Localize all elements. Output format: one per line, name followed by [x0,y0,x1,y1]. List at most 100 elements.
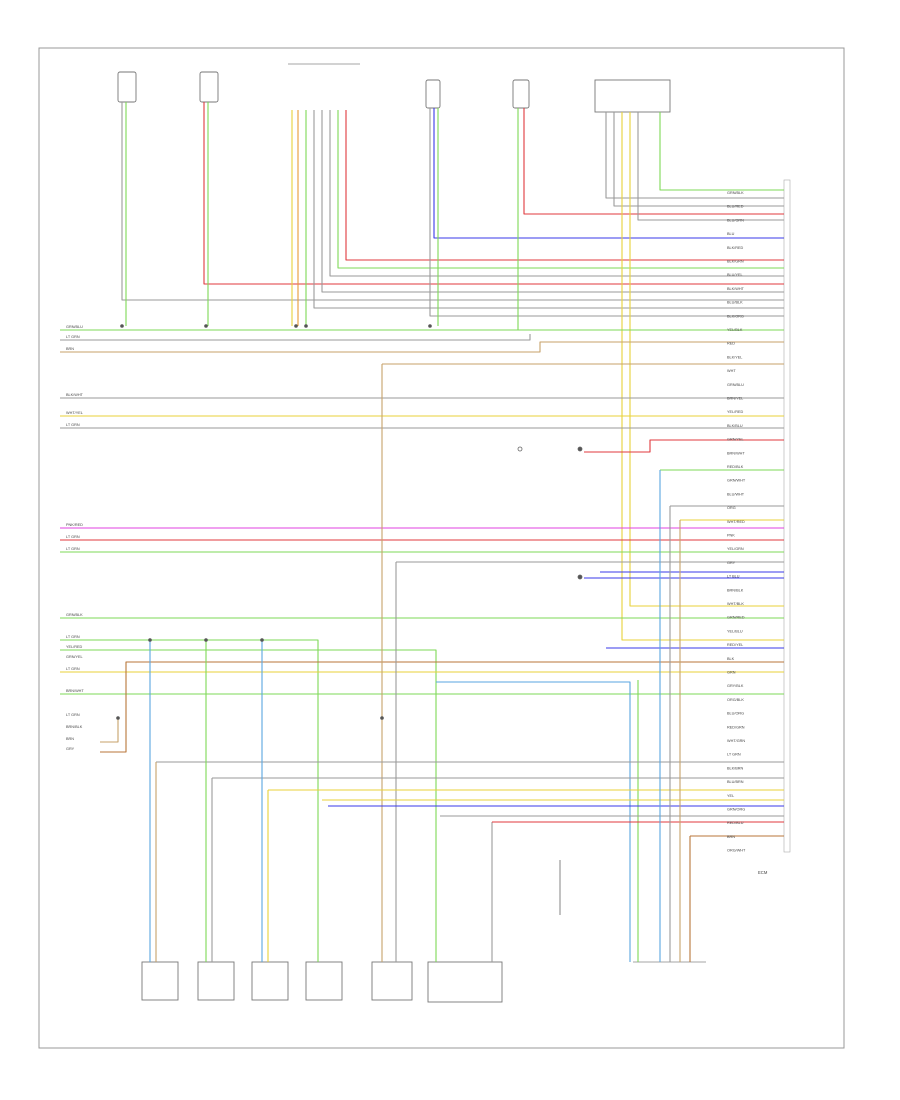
trunk-wire-label: BRN/YEL [727,397,743,401]
trunk-wire-label: BRN [727,835,735,839]
wire-12 [345,110,784,261]
wire-14 [433,108,784,239]
splice-dot [204,638,208,642]
left-wire-label: GRN/YEL [66,655,83,659]
left-wire-label: GRN/BLK [66,613,83,617]
wire-layer [60,102,784,962]
wire-34 [60,639,319,962]
trunk-wire-label: BLK [727,657,735,661]
trunk-wire-label: BLK/GRN [727,260,744,264]
left-wire-label: BRN [66,347,74,351]
trunk-wire-label: YEL [727,794,734,798]
splice-dot [428,324,432,328]
trunk-wire-label: ORG/WHT [727,849,746,853]
bottom-component-knock-sensor [371,961,413,1001]
left-wire-label: YEL/RED [66,645,83,649]
trunk-label-layer: GRN/BLKBLU/REDBLU/GRNBLUBLK/REDBLK/GRNBL… [727,191,746,853]
trunk-wire-label: YEL/BLU [727,629,743,633]
top-component-switch-d [425,79,441,109]
ecm-label: ECM [758,870,768,875]
trunk-wire-label: BLU/GRN [727,218,744,222]
top-component-sensor-a [117,71,137,103]
wire-20 [621,112,784,641]
trunk-wire-label: YEL/BLK [727,328,743,332]
left-label-layer: GRN/BLU LT GRN BRN BLK/WHT WHT/YEL LT GRN PNK/… [66,325,84,751]
trunk-wire-label: GRN/ORG [727,808,745,812]
trunk-wire-label: YEL/GRN [727,547,744,551]
bottom-component-injector-2 [197,961,235,1001]
wire-23 [659,112,784,191]
left-wire-label: LT GRN [66,667,80,671]
trunk-wire-label: RED [727,342,735,346]
wire-3 [203,102,784,285]
trunk-wire-label: WHT/GRN [727,739,745,743]
trunk-wire-label: BLK/YEL [727,355,742,359]
left-wire-label: BRN/WHT [66,689,84,693]
trunk-wire-label: BRN/WHT [727,451,745,455]
trunk-wire-label: GRN/BLU [727,383,744,387]
mid-switch [517,446,583,452]
splice-dot [578,447,582,451]
trunk-wire-label: BLU/WHT [727,492,745,496]
bottom-component-injector-1 [141,961,179,1001]
trunk-wire-label: GRN/YEL [727,438,744,442]
wire-44 [584,439,784,453]
left-wire-label: LT GRN [66,335,80,339]
splice-dot [120,324,124,328]
trunk-wire-label: BLK/BRN [727,766,744,770]
wire-25 [60,334,531,341]
left-wire-label: BRN [66,737,74,741]
top-component-sensor-b [199,71,219,103]
left-wire-label: WHT/YEL [66,411,83,415]
trunk-wire-label: GRN/RED [727,616,745,620]
trunk-wire-label: BLU/YEL [727,273,743,277]
splice-dot [260,638,264,642]
wire-19 [613,112,784,207]
splice-dot [204,324,208,328]
trunk-wire-label: GRN [727,671,736,675]
left-wire-label: LT GRN [66,547,80,551]
wire-13 [429,108,784,317]
left-wire-label: LT GRN [66,423,80,427]
splice-dot [578,575,582,579]
trunk-wire-label: BLK/BLU [727,424,743,428]
splice-dot [116,716,120,720]
left-wire-label: GRN/BLU [66,325,83,329]
bottom-component-front-oxygen-sensor [427,961,503,1003]
trunk-wire-label: BLU/BLK [727,301,743,305]
trunk-wire-label: ORG [727,506,736,510]
trunk-wire-label: GRN/BLK [727,191,744,195]
trunk-wire-label: BLK/RED [727,246,744,250]
trunk-wire-label: BLK/WHT [727,287,745,291]
splice-dot [380,716,384,720]
trunk-wire-label: LT BLU [727,575,740,579]
left-wire-label: BLK/WHT [66,393,84,397]
wire-26 [60,341,784,353]
trunk-wire-label: BLK/ORG [727,314,744,318]
diagram-frame [38,47,845,1049]
bottom-component-injector-3 [251,961,289,1001]
trunk-wire-label: WHT/BLK [727,602,744,606]
trunk-wire-label: WHT/RED [727,520,745,524]
splice-dot [294,324,298,328]
trunk-wire-label: GRN/WHT [727,479,746,483]
wire-8 [313,110,784,309]
trunk-wire-label: PNK [727,534,735,538]
trunk-wire-label: BLU/BRN [727,780,744,784]
trunk-wire-label: BLU/RED [727,205,744,209]
trunk-wire-label: WHT [727,369,736,373]
wire-11 [337,110,784,269]
trunk-wire-label: YEL/RED [727,410,744,414]
top-component-module-f [594,79,671,113]
bottom-component-injector-4 [305,961,343,1001]
wire-9 [321,110,784,293]
trunk-wire-label: ORG/BLK [727,698,744,702]
wire-1 [121,102,784,301]
left-wire-label: GRY [66,747,75,751]
trunk-wire-label: GRY/BLK [727,684,744,688]
splice-dot [148,638,152,642]
svg-text:ECM: ECM [758,870,768,875]
left-wire-label: LT GRN [66,635,80,639]
left-wire-label: PNK/RED [66,523,83,527]
